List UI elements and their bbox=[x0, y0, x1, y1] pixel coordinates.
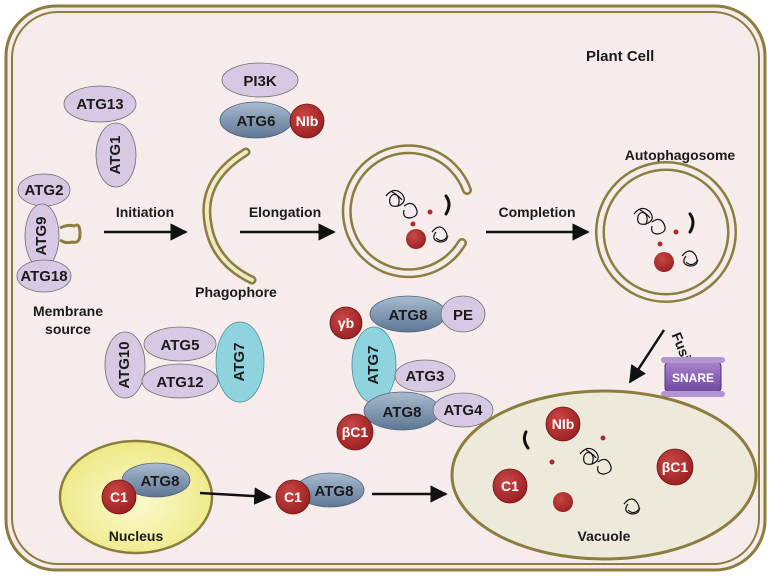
beta-c1-protein-vacuole bbox=[656, 448, 694, 486]
elongating-phagophore-inner bbox=[344, 146, 470, 276]
vacuole bbox=[450, 389, 758, 561]
atg13-protein bbox=[63, 85, 137, 123]
nuclear-export-arrow bbox=[199, 487, 272, 505]
beta-c1-protein bbox=[336, 413, 374, 451]
atg7-label-left: ATG7 bbox=[231, 343, 248, 382]
c1-protein-nucleus bbox=[101, 479, 137, 515]
atg1-protein bbox=[95, 122, 137, 188]
atg4-protein bbox=[432, 392, 494, 428]
atg5-label: ATG5 bbox=[161, 337, 200, 354]
cargo-fragment-1 bbox=[444, 194, 451, 216]
cargo-dot-1 bbox=[427, 209, 433, 215]
atg12-label: ATG12 bbox=[156, 374, 203, 391]
c1-label-vacuole: C1 bbox=[501, 478, 519, 494]
autophagosome-dot-1 bbox=[673, 229, 679, 235]
phagophore-membrane-inner bbox=[204, 150, 254, 282]
cargo-aggregate-2 bbox=[431, 226, 449, 243]
c1-protein-vacuole bbox=[492, 468, 528, 504]
gamma-b-label: γb bbox=[338, 315, 354, 331]
nib-label-top: NIb bbox=[296, 113, 319, 129]
atg2-label: ATG2 bbox=[25, 182, 64, 199]
atg7-label-mid: ATG7 bbox=[365, 346, 382, 385]
vacuole-dot-2 bbox=[600, 435, 606, 441]
nib-protein-vacuole bbox=[545, 406, 581, 442]
pi3k-protein bbox=[221, 62, 299, 98]
atg8-label-lower: ATG8 bbox=[383, 404, 422, 421]
vacuole-cargo-1 bbox=[579, 447, 612, 475]
c1-label-nucleus: C1 bbox=[110, 489, 128, 505]
vacuole-fragment bbox=[522, 430, 530, 450]
nucleus-label: Nucleus bbox=[109, 528, 164, 544]
pi3k-label: PI3K bbox=[243, 73, 277, 90]
atg8-label-cyto: ATG8 bbox=[315, 483, 354, 500]
cargo-protein-1 bbox=[406, 229, 426, 249]
c1-protein-cyto bbox=[275, 479, 311, 515]
cell-title: Plant Cell bbox=[586, 48, 654, 65]
initiation-label: Initiation bbox=[116, 204, 174, 220]
autophagosome-cargo-2 bbox=[681, 250, 699, 267]
pe-lipid bbox=[440, 295, 486, 333]
atg3-label: ATG3 bbox=[406, 368, 445, 385]
nib-protein-top bbox=[289, 103, 325, 139]
nib-label-vacuole: NIb bbox=[552, 416, 575, 432]
phagophore-label: Phagophore bbox=[195, 284, 277, 300]
vacuole-cargo-2 bbox=[623, 498, 641, 515]
atg9-vesicle bbox=[59, 223, 82, 245]
snare-complex bbox=[661, 357, 725, 397]
atg8-label-pe: ATG8 bbox=[389, 307, 428, 324]
pe-label: PE bbox=[453, 307, 473, 324]
atg7-protein-left bbox=[215, 321, 265, 403]
vacuole-dot-1 bbox=[549, 459, 555, 465]
atg18-protein bbox=[16, 259, 72, 293]
cargo-dot-2 bbox=[410, 221, 416, 227]
autophagosome-dot-2 bbox=[657, 241, 663, 247]
autophagosome-protein bbox=[654, 252, 674, 272]
cell-wall-inner bbox=[11, 11, 760, 565]
autophagosome-cargo-1 bbox=[633, 207, 666, 235]
vacuole-label: Vacuole bbox=[578, 528, 631, 544]
atg18-label: ATG18 bbox=[20, 268, 67, 285]
atg12-protein bbox=[141, 363, 219, 399]
membrane-source-line2: source bbox=[45, 321, 91, 337]
autophagosome-membrane-inner bbox=[597, 163, 735, 301]
atg9-label: ATG9 bbox=[33, 217, 50, 256]
autophagosome-label: Autophagosome bbox=[625, 147, 736, 163]
membrane-source-line1: Membrane bbox=[33, 303, 103, 319]
gamma-b-protein bbox=[329, 306, 363, 340]
beta-c1-label: βC1 bbox=[342, 424, 369, 440]
atg3-protein bbox=[394, 359, 456, 393]
vacuole-protein-blob bbox=[553, 492, 573, 512]
snare-label: SNARE bbox=[672, 371, 714, 385]
elongation-label: Elongation bbox=[249, 204, 321, 220]
cargo-aggregate-1 bbox=[385, 189, 418, 219]
beta-c1-label-vacuole: βC1 bbox=[662, 459, 689, 475]
atg1-label: ATG1 bbox=[107, 136, 124, 175]
atg5-protein bbox=[143, 326, 217, 362]
atg10-label: ATG10 bbox=[116, 341, 133, 388]
atg8-label-nucleus: ATG8 bbox=[141, 473, 180, 490]
c1-label-cyto: C1 bbox=[284, 489, 302, 505]
atg10-protein bbox=[104, 331, 146, 399]
completion-label: Completion bbox=[499, 204, 576, 220]
atg6-label: ATG6 bbox=[237, 113, 276, 130]
atg4-label: ATG4 bbox=[444, 402, 484, 419]
atg13-label: ATG13 bbox=[76, 96, 123, 113]
fusion-arrow bbox=[628, 329, 666, 384]
autophagosome-fragment bbox=[688, 212, 695, 234]
